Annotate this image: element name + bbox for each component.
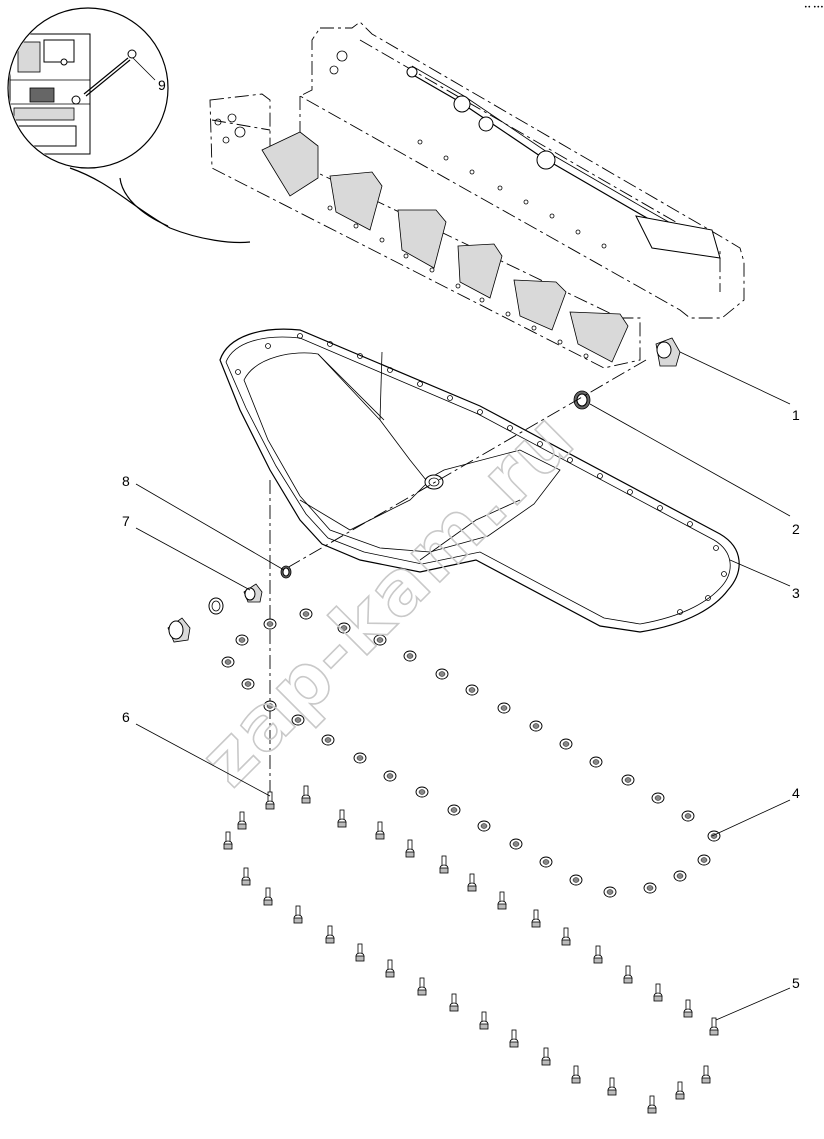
washer — [241, 678, 255, 690]
bolt — [647, 1095, 657, 1114]
bolt — [241, 867, 251, 886]
drain-fitting-assembly — [167, 565, 292, 643]
oil-pan — [219, 328, 740, 633]
callout-2: 2 — [792, 521, 800, 537]
callout-6: 6 — [122, 709, 130, 725]
bolt-set — [223, 785, 719, 1114]
washer — [621, 774, 635, 786]
bolt — [405, 839, 415, 858]
washer — [529, 720, 543, 732]
washer — [383, 770, 397, 782]
washer — [643, 882, 657, 894]
bolt — [467, 873, 477, 892]
bolt — [541, 1047, 551, 1066]
callout-7: 7 — [122, 513, 130, 529]
bolt — [417, 977, 427, 996]
bolt — [355, 943, 365, 962]
callout-4: 4 — [792, 785, 800, 801]
washer — [447, 804, 461, 816]
watermark: zap-kam.ru — [184, 395, 591, 802]
bolt — [571, 1065, 581, 1084]
bolt — [709, 1017, 719, 1036]
washer — [373, 634, 387, 646]
bolt — [497, 891, 507, 910]
washer — [263, 700, 277, 712]
callout-1: 1 — [792, 407, 800, 423]
bolt — [263, 887, 273, 906]
washer — [235, 634, 249, 646]
washer — [603, 886, 617, 898]
washer — [589, 756, 603, 768]
bolt — [701, 1065, 711, 1084]
bolt — [593, 945, 603, 964]
bolt — [301, 785, 311, 804]
washer — [697, 854, 711, 866]
bolt — [325, 925, 335, 944]
callout-9: 9 — [158, 77, 166, 93]
bolt — [683, 999, 693, 1018]
washer — [509, 838, 523, 850]
washer-set — [221, 608, 721, 898]
washer — [263, 618, 277, 630]
washer — [539, 856, 553, 868]
washer — [415, 786, 429, 798]
bolt — [561, 927, 571, 946]
bolt — [509, 1029, 519, 1048]
callout-3: 3 — [792, 585, 800, 601]
washer — [651, 792, 665, 804]
washer — [321, 734, 335, 746]
washer — [497, 702, 511, 714]
bolt — [675, 1081, 685, 1100]
bolt — [653, 983, 663, 1002]
bolt — [439, 855, 449, 874]
bolt — [623, 965, 633, 984]
washer — [221, 656, 235, 668]
bolt — [265, 791, 275, 810]
bolt — [385, 959, 395, 978]
detail-view-dipstick — [7, 7, 251, 244]
callout-8: 8 — [122, 473, 130, 489]
washer — [681, 810, 695, 822]
washer — [291, 714, 305, 726]
bolt — [337, 809, 347, 828]
callout-leaders — [135, 351, 791, 1021]
bolt — [449, 993, 459, 1012]
washer — [403, 650, 417, 662]
callout-5: 5 — [792, 975, 800, 991]
washer — [477, 820, 491, 832]
bolt — [531, 909, 541, 928]
corner-mark: •• ••• — [804, 4, 824, 11]
washer — [707, 830, 721, 842]
drain-plug — [655, 337, 681, 367]
bolt — [223, 831, 233, 850]
bolt — [237, 811, 247, 830]
bolt — [293, 905, 303, 924]
bolt — [479, 1011, 489, 1030]
bolt — [607, 1077, 617, 1096]
washer — [353, 752, 367, 764]
washer — [569, 874, 583, 886]
washer — [673, 870, 687, 882]
washer — [299, 608, 313, 620]
sealing-washer — [573, 390, 591, 410]
washer — [559, 738, 573, 750]
engine-block-phantom — [209, 21, 745, 369]
washer — [465, 684, 479, 696]
bolt — [375, 821, 385, 840]
washer — [435, 668, 449, 680]
washer — [337, 622, 351, 634]
